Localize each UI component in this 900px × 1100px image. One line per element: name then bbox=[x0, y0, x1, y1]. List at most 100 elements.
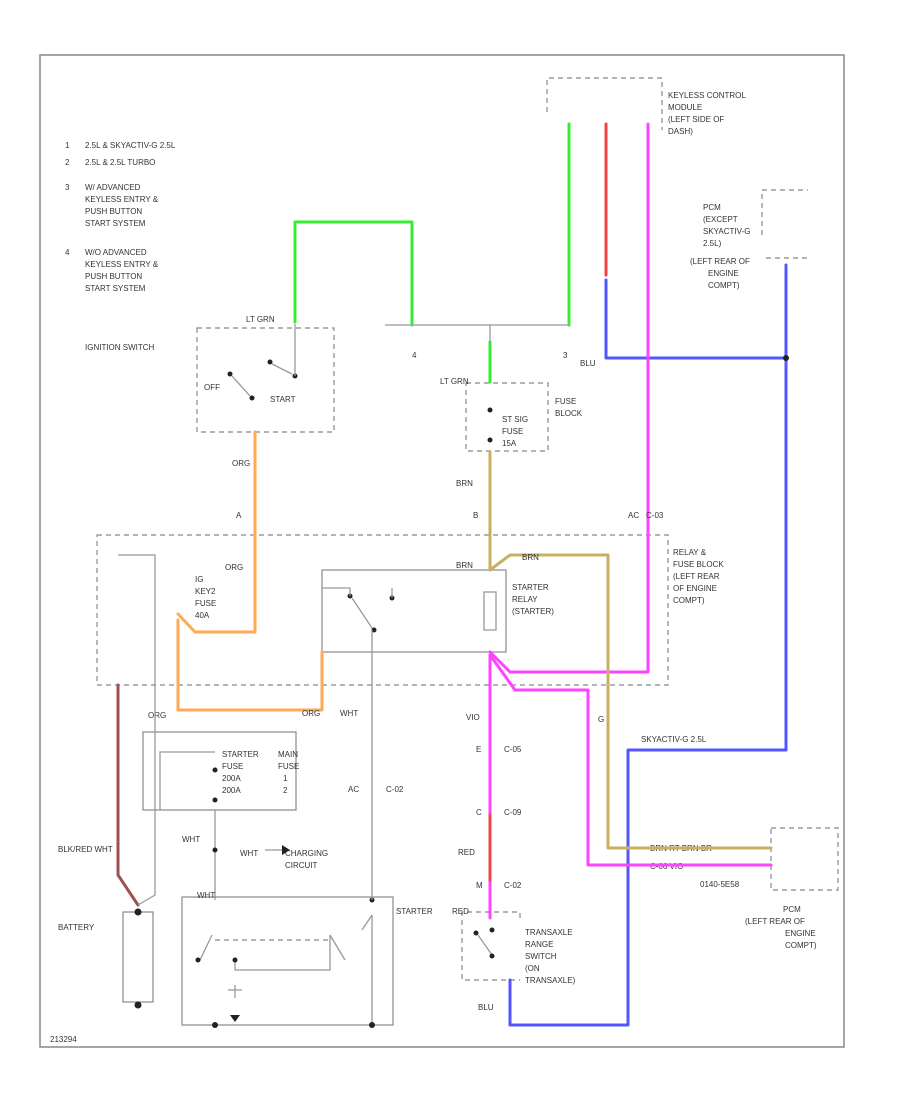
pcm-bottom-2: (LEFT REAR OF bbox=[745, 917, 805, 926]
trs-label-5: TRANSAXLE) bbox=[525, 976, 576, 985]
starter: STARTER WHT bbox=[181, 891, 433, 1028]
ignition-switch-label: IGNITION SWITCH bbox=[85, 343, 155, 352]
pcm-bottom-4: COMPT) bbox=[785, 941, 817, 950]
starter-wht: WHT bbox=[197, 891, 215, 900]
legend-num-2: 2 bbox=[65, 158, 70, 167]
pcm-top-label-6: ENGINE bbox=[708, 269, 739, 278]
conn-3: 3 bbox=[563, 351, 568, 360]
battery-wire-label: BLK/RED WHT bbox=[58, 845, 113, 854]
wire-orange bbox=[176, 430, 257, 634]
trs-label-3: SWITCH bbox=[525, 952, 557, 961]
diagram-frame bbox=[39, 54, 845, 1048]
pcm-top-label-3: SKYACTIV-G bbox=[703, 227, 750, 236]
legend-text-4c: PUSH BUTTON bbox=[85, 272, 142, 281]
ig-key-fuse-2: KEY2 bbox=[195, 587, 216, 596]
c05-label: C-05 bbox=[504, 745, 522, 754]
legend-text-4d: START SYSTEM bbox=[85, 284, 146, 293]
keyless-label-2: MODULE bbox=[668, 103, 702, 112]
brn-label-2: BRN bbox=[456, 561, 473, 570]
pcm-top-label-1: PCM bbox=[703, 203, 721, 212]
trs-blu-label: BLU bbox=[478, 1003, 494, 1012]
relay-block-label-1: RELAY & bbox=[673, 548, 707, 557]
starter-fuse-2: FUSE bbox=[222, 762, 243, 771]
relay-block-label-5: COMPT) bbox=[673, 596, 705, 605]
starter-relay-3: (STARTER) bbox=[512, 607, 554, 616]
wire-pink-pcm bbox=[488, 653, 773, 867]
wire-green bbox=[293, 220, 414, 327]
brn-label-3: BRN bbox=[522, 553, 539, 562]
starter-label: STARTER bbox=[396, 907, 433, 916]
fuse-pin-1: 1 bbox=[283, 774, 288, 783]
fuse-block: FUSE BLOCK ST SIG FUSE 15A LT GRN bbox=[440, 377, 583, 452]
main-fuse-1: MAIN bbox=[278, 750, 298, 759]
keyless-label-1: KEYLESS CONTROL bbox=[668, 91, 746, 100]
st-sig-fuse-2: FUSE bbox=[502, 427, 523, 436]
pcm-bottom-3: ENGINE bbox=[785, 929, 816, 938]
ig-key-fuse-4: 40A bbox=[195, 611, 210, 620]
legend-num-1: 1 bbox=[65, 141, 70, 150]
charging-label-2: CIRCUIT bbox=[285, 861, 318, 870]
fuse-pin-2: 2 bbox=[283, 786, 288, 795]
legend-text-3a: W/ ADVANCED bbox=[85, 183, 141, 192]
battery-label: BATTERY bbox=[58, 923, 95, 932]
ig-key-fuse-1: IG bbox=[195, 575, 203, 584]
ignition-switch: IGNITION SWITCH OFF START LT GRN bbox=[85, 315, 335, 433]
org-label-3: ORG bbox=[148, 711, 166, 720]
skyactiv-note: SKYACTIV-G 2.5L bbox=[641, 735, 707, 744]
c02-label: C-02 bbox=[386, 785, 404, 794]
ign-start-label: START bbox=[270, 395, 296, 404]
ign-off-label: OFF bbox=[204, 383, 220, 392]
legend-text-2: 2.5L & 2.5L TURBO bbox=[85, 158, 155, 167]
pcm-top-label-4: 2.5L) bbox=[703, 239, 722, 248]
main-fuse: STARTER FUSE 200A 200A 1 2 MAIN FUSE bbox=[142, 731, 299, 811]
wire-tan bbox=[488, 450, 773, 850]
fuse-lt-grn-label: LT GRN bbox=[440, 377, 469, 386]
wht-label-4: WHT bbox=[340, 709, 358, 718]
pin-e: E bbox=[476, 745, 481, 754]
org-label-4: ORG bbox=[302, 709, 320, 718]
ign-lt-grn-label: LT GRN bbox=[246, 315, 275, 324]
org-label-1: ORG bbox=[232, 459, 250, 468]
relay-block-label-4: OF ENGINE bbox=[673, 584, 717, 593]
wire-orange-2 bbox=[176, 618, 324, 712]
charging-wht: WHT bbox=[182, 835, 200, 844]
pcm-codes: 0140-5E58 bbox=[700, 880, 740, 889]
conn-4: 4 bbox=[412, 351, 417, 360]
pcm-bottom: PCM (LEFT REAR OF ENGINE COMPT) 0140-5E5… bbox=[641, 735, 839, 950]
blu-label-2: BLU bbox=[580, 359, 596, 368]
keyless-label-3: (LEFT SIDE OF bbox=[668, 115, 724, 124]
wire-pink bbox=[488, 122, 650, 674]
ig-key-fuse-3: FUSE bbox=[195, 599, 216, 608]
starter-fuse-3: 200A bbox=[222, 774, 241, 783]
transaxle-range-switch: TRANSAXLE RANGE SWITCH (ON TRANSAXLE) RE… bbox=[452, 907, 576, 1012]
st-sig-fuse-1: ST SIG bbox=[502, 415, 528, 424]
red-label-2: RED bbox=[458, 848, 475, 857]
pcm-top-label-5: (LEFT REAR OF bbox=[690, 257, 750, 266]
pcm-top: PCM (EXCEPT SKYACTIV-G 2.5L) (LEFT REAR … bbox=[690, 189, 808, 290]
legend-text-3b: KEYLESS ENTRY & bbox=[85, 195, 159, 204]
relay-block-label-2: FUSE BLOCK bbox=[673, 560, 724, 569]
trs-red-label: RED bbox=[452, 907, 469, 916]
legend-num-4: 4 bbox=[65, 248, 70, 257]
starter-fuse-4: 200A bbox=[222, 786, 241, 795]
legend-num-3: 3 bbox=[65, 183, 70, 192]
splice-b: B bbox=[473, 511, 478, 520]
fuse-block-label-2: BLOCK bbox=[555, 409, 583, 418]
keyless-control-module: KEYLESS CONTROL MODULE (LEFT SIDE OF DAS… bbox=[546, 77, 746, 136]
keyless-label-4: DASH) bbox=[668, 127, 693, 136]
trs-label-4: (ON bbox=[525, 964, 540, 973]
legend-text-3d: START SYSTEM bbox=[85, 219, 146, 228]
starter-fuse-1: STARTER bbox=[222, 750, 259, 759]
trs-label-2: RANGE bbox=[525, 940, 553, 949]
splice-a: A bbox=[236, 511, 242, 520]
legend-text-3c: PUSH BUTTON bbox=[85, 207, 142, 216]
starter-relay-2: RELAY bbox=[512, 595, 538, 604]
ac-label: AC bbox=[348, 785, 359, 794]
battery: BATTERY BLK/RED WHT bbox=[58, 845, 154, 1009]
pcm-bottom-1: PCM bbox=[783, 905, 801, 914]
brn-label-1: BRN bbox=[456, 479, 473, 488]
st-sig-fuse-3: 15A bbox=[502, 439, 517, 448]
wire-brown bbox=[116, 683, 140, 907]
pin-m: M bbox=[476, 881, 483, 890]
